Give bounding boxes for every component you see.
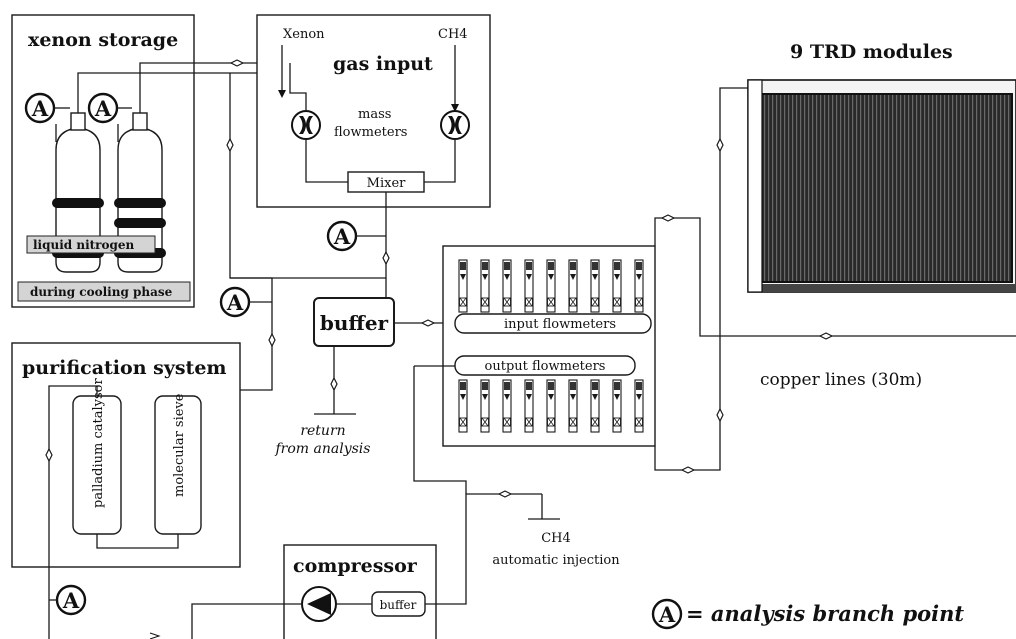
flowmeter-tube-icon: [458, 259, 468, 313]
xenon-storage-title: xenon storage: [28, 29, 178, 51]
flowmeter-tube-icon: [612, 379, 622, 433]
flowmeter-tube-icon: [590, 379, 600, 433]
svg-text:A: A: [226, 290, 244, 315]
flow-arrow-icon: [330, 377, 338, 391]
flowmeter-tube-icon: [546, 379, 556, 433]
pump-icon: [301, 586, 337, 622]
cooling-phase-band: [17, 281, 191, 302]
analysis-point-icon: A: [651, 598, 683, 630]
flow-arrow-icon: [681, 466, 695, 474]
flowmeter-tube-icon: [546, 259, 556, 313]
return-label: return: [300, 423, 345, 439]
flowmeter-tube-icon: [502, 259, 512, 313]
input-flowmeters-bar: [454, 313, 652, 334]
flowmeter-tube-icon: [502, 379, 512, 433]
sieve-label: molecular sieve: [172, 393, 187, 497]
flow-arrow-icon: [268, 333, 276, 347]
svg-text:A: A: [31, 96, 49, 121]
flow-arrow-icon: [226, 138, 234, 152]
flowmeter-tube-icon: [524, 379, 534, 433]
flow-arrow-icon: [230, 59, 244, 67]
ch4-input-label: CH4: [438, 27, 468, 42]
flowmeter-tube-icon: [612, 259, 622, 313]
xenon-storage-box: xenon storage liquid nitrogen during coo…: [11, 14, 290, 308]
analysis-point-icon: A: [87, 92, 119, 124]
liquid-nitrogen-band: [26, 235, 156, 254]
flowmeter-tube-icon: [480, 379, 490, 433]
svg-text:A: A: [62, 588, 80, 613]
trd-title: 9 TRD modules: [790, 41, 953, 63]
analysis-point-icon: A: [326, 220, 358, 252]
cooling-phase-label: during cooling phase: [30, 285, 173, 299]
flowmeter-rack: input flowmeters output flowmeters: [442, 245, 656, 447]
output-flowmeters-label: output flowmeters: [485, 359, 606, 374]
flowmeter-tube-icon: [568, 379, 578, 433]
mass-flowmeter-icon: [291, 110, 321, 140]
mass-flowmeter-icon: [440, 110, 470, 140]
analysis-point-icon: A: [219, 286, 251, 318]
flowmeter-tube-icon: [568, 259, 578, 313]
flow-arrow-icon: [498, 490, 512, 498]
buffer-box: [313, 297, 395, 347]
mixer-label: Mixer: [367, 176, 406, 191]
flow-arrow-icon: [661, 214, 675, 222]
xenon-label: Xenon: [283, 27, 325, 42]
flowmeter-tube-icon: [458, 379, 468, 433]
copper-lines-label: copper lines (30m): [760, 370, 922, 390]
flow-arrow-icon: [716, 408, 724, 422]
mixer-box: [347, 171, 425, 193]
mass-label: mass: [358, 107, 391, 122]
flow-arrow-icon: [382, 251, 390, 265]
purification-system-box: purification system palladium catalysor …: [11, 342, 241, 639]
automatic-injection-label: automatic injection: [492, 553, 620, 568]
gas-input-box: Xenon CH4 gas input mass flowmeters Mixe…: [256, 14, 491, 226]
gas-input-title: gas input: [333, 53, 433, 75]
svg-text:A: A: [658, 602, 676, 627]
compressor-buffer-label: buffer: [380, 598, 417, 612]
compressor-box: compressor buffer: [283, 544, 437, 639]
palladium-label: palladium catalysor: [91, 378, 106, 508]
trd-modules: [747, 79, 1016, 293]
legend: A = analysis branch point: [651, 598, 964, 630]
liquid-nitrogen-label: liquid nitrogen: [33, 238, 135, 252]
analysis-point-icon: A: [55, 584, 87, 616]
flowmeter-tube-icon: [590, 259, 600, 313]
flowmeter-tube-icon: [524, 259, 534, 313]
purification-title: purification system: [22, 357, 227, 379]
svg-text:A: A: [333, 224, 351, 249]
flowmeter-tube-icon: [634, 379, 644, 433]
legend-text: = analysis branch point: [686, 601, 964, 626]
buffer-label: buffer: [320, 311, 389, 335]
flowmeter-tube-icon: [634, 259, 644, 313]
flow-arrow-icon: [421, 319, 435, 327]
from-analysis-label: from analysis: [275, 441, 371, 457]
compressor-title: compressor: [293, 555, 418, 577]
svg-text:A: A: [94, 96, 112, 121]
flow-arrow-icon: [716, 138, 724, 152]
flowmeters-label: flowmeters: [334, 125, 407, 140]
flow-arrow-icon: [819, 332, 833, 340]
input-flowmeters-label: input flowmeters: [504, 317, 616, 332]
flowmeter-tube-icon: [480, 259, 490, 313]
ch4-injection-label: CH4: [541, 531, 571, 546]
analysis-point-icon: A: [24, 92, 56, 124]
